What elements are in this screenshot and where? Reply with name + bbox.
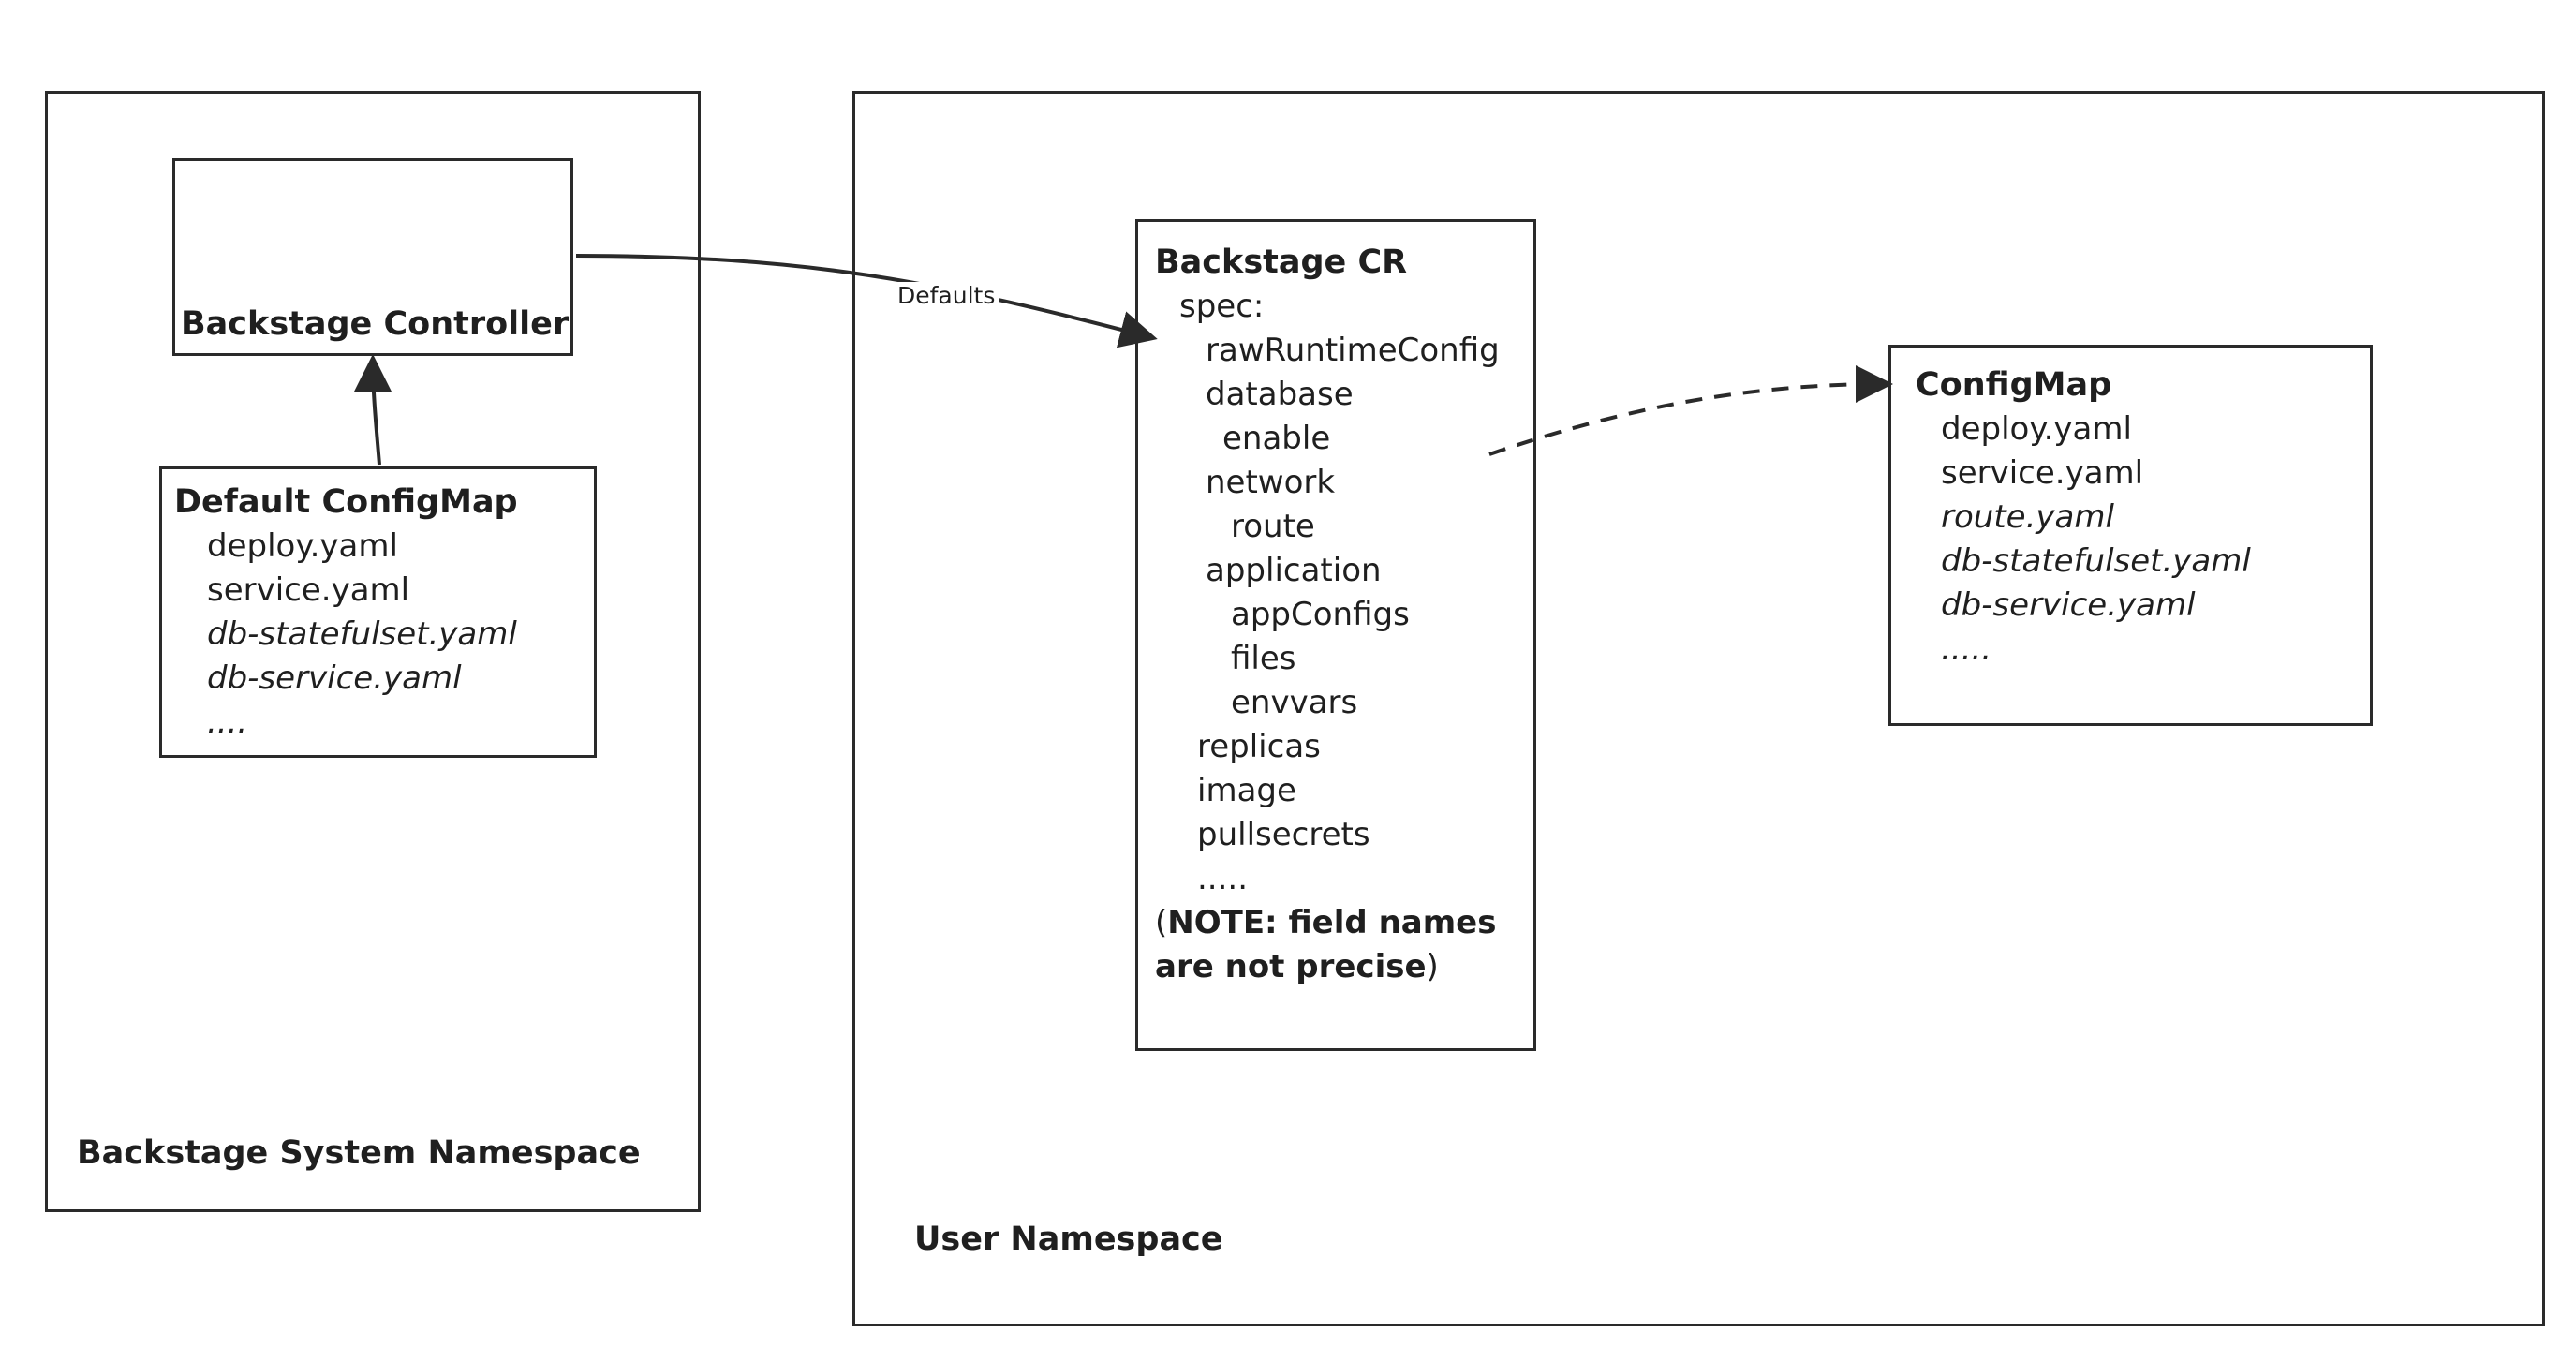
default-configmap-item: .... [207, 703, 248, 741]
configmap-item: route.yaml [1941, 498, 2114, 536]
user-namespace-frame [852, 91, 2545, 1326]
backstage-controller-label: Backstage Controller [181, 305, 570, 343]
backstage-cr-field: application [1206, 552, 1382, 589]
backstage-cr-field: rawRuntimeConfig [1206, 332, 1500, 369]
note-text: NOTE: field names [1167, 904, 1497, 941]
backstage-cr-field: envvars [1231, 684, 1358, 721]
note-open-paren: ( [1155, 904, 1168, 941]
backstage-cr-note-line2: are not precise) [1155, 945, 1439, 989]
default-configmap-item: db-service.yaml [207, 659, 462, 697]
backstage-cr-field: route [1231, 508, 1315, 545]
backstage-cr-field: files [1231, 640, 1296, 677]
configmap-title: ConfigMap [1916, 366, 2112, 404]
configmap-item: db-statefulset.yaml [1941, 542, 2251, 580]
system-namespace-frame [45, 91, 701, 1212]
backstage-cr-note-line1: (NOTE: field names [1155, 901, 1496, 945]
backstage-cr-field: spec: [1179, 288, 1265, 325]
system-namespace-label: Backstage System Namespace [77, 1134, 641, 1172]
default-configmap-item: deploy.yaml [207, 527, 398, 565]
default-configmap-item: db-statefulset.yaml [207, 615, 517, 653]
backstage-cr-field: replicas [1197, 728, 1321, 765]
edge-label-defaults: Defaults [894, 282, 999, 309]
backstage-cr-field: database [1206, 376, 1354, 413]
backstage-cr-field: appConfigs [1231, 596, 1410, 633]
configmap-box [1888, 345, 2373, 726]
note-text: are not precise [1155, 948, 1427, 985]
configmap-item: db-service.yaml [1941, 586, 2196, 624]
configmap-item: deploy.yaml [1941, 410, 2132, 448]
backstage-cr-field: pullsecrets [1197, 816, 1370, 853]
configmap-item: ..... [1941, 630, 1992, 668]
configmap-item: service.yaml [1941, 454, 2144, 492]
backstage-cr-box [1135, 219, 1536, 1051]
default-configmap-title: Default ConfigMap [174, 483, 518, 521]
note-close-paren: ) [1426, 948, 1439, 985]
default-configmap-item: service.yaml [207, 571, 410, 609]
backstage-cr-title: Backstage CR [1155, 244, 1408, 281]
backstage-cr-field: enable [1222, 420, 1331, 457]
default-configmap-box [159, 466, 597, 758]
backstage-cr-field: image [1197, 772, 1296, 809]
backstage-cr-field: ..... [1197, 860, 1249, 897]
user-namespace-label: User Namespace [914, 1221, 1223, 1258]
backstage-cr-field: network [1206, 464, 1336, 501]
